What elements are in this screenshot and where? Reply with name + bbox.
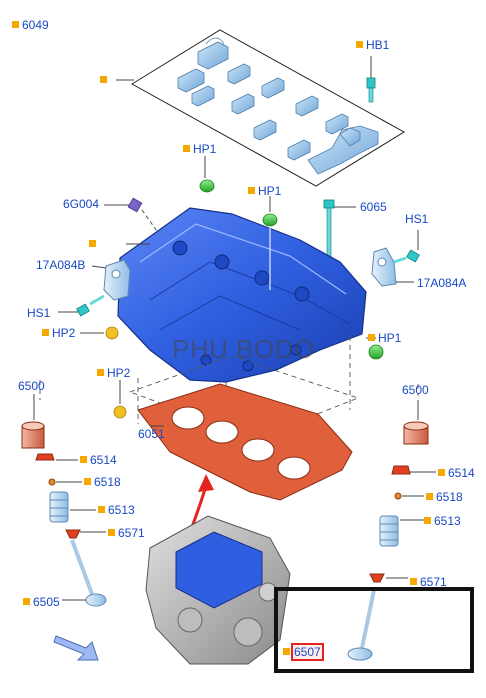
ref-square-cylinder-head [89, 240, 96, 247]
label-6514-right: 6514 [438, 466, 475, 480]
label-6513-left: 6513 [98, 503, 135, 517]
head-gasket [137, 383, 353, 501]
cylinder-head [117, 207, 367, 383]
label-6505: 6505 [23, 595, 60, 609]
label-hp2-left: HP2 [42, 326, 75, 340]
label-6513-right: 6513 [424, 514, 461, 528]
engine-overview [145, 515, 291, 665]
hp2-plug-mid [113, 380, 127, 419]
label-6500-right: 6500 [402, 383, 429, 397]
label-6500-left: 6500 [18, 379, 45, 393]
label-6571-right: 6571 [410, 575, 447, 589]
label-6507[interactable]: 6507 [283, 643, 324, 661]
hs1-stud-right [393, 230, 420, 264]
label-17a084a: 17A084A [417, 276, 467, 290]
label-hp1-mid: HP1 [248, 184, 281, 198]
watermark: PHU BODO [172, 334, 315, 364]
label-6051: 6051 [138, 427, 165, 441]
valve-train-left [21, 394, 107, 607]
highlight-frame-6507 [274, 587, 474, 673]
direction-arrow-icon [53, 635, 99, 661]
hb1-bolt [366, 56, 376, 103]
alignment-guides [39, 336, 419, 439]
hp1-plug-mid [262, 196, 278, 227]
hs1-stud-left [58, 294, 105, 317]
label-hb1: HB1 [356, 38, 389, 52]
label-hp2-mid: HP2 [97, 366, 130, 380]
lifting-eye-17a084b [91, 259, 131, 301]
hp1-plug-top [199, 156, 215, 193]
label-hp1-top: HP1 [183, 142, 216, 156]
label-6518-right: 6518 [426, 490, 463, 504]
bearing-caps [177, 37, 379, 175]
label-hs1-left: HS1 [27, 306, 51, 320]
valve-train-right [347, 400, 436, 661]
ref-square-cap-panel [100, 76, 107, 83]
label-6g004: 6G004 [63, 197, 100, 211]
bearing-cap-panel [116, 29, 405, 187]
label-6049: 6049 [12, 18, 49, 32]
label-6065: 6065 [360, 200, 387, 214]
label-6518-left: 6518 [84, 475, 121, 489]
label-6514-left: 6514 [80, 453, 117, 467]
label-6571-left: 6571 [108, 526, 145, 540]
lifting-eye-17a084a [371, 247, 414, 287]
label-17a084b: 17A084B [36, 258, 86, 272]
label-hs1-right: HS1 [405, 212, 429, 226]
hp2-plug-left [80, 326, 119, 340]
label-hp1-right: HP1 [368, 331, 401, 345]
